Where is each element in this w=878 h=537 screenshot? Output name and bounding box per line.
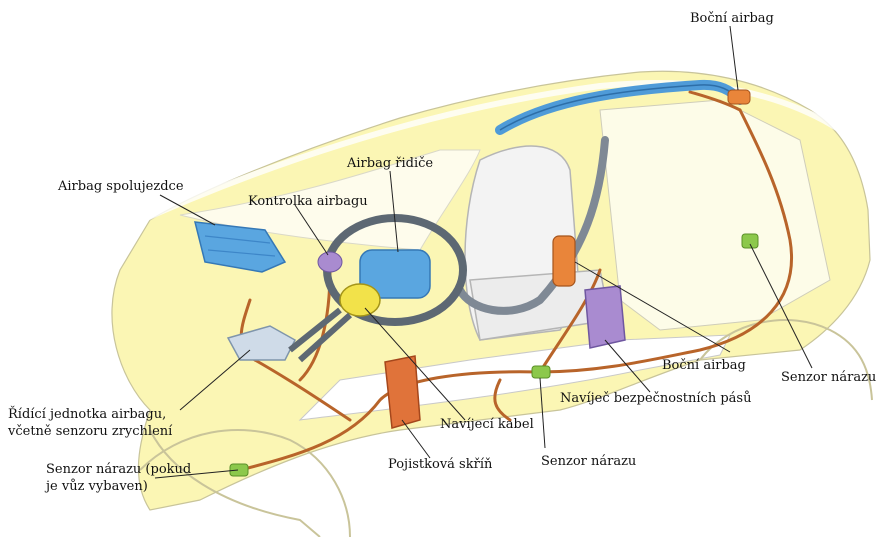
label-ridici-jednotka-line2: včetně senzoru zrychlení (8, 423, 172, 440)
label-senzor-narazu-mid: Senzor nárazu (541, 453, 636, 470)
label-ridici-jednotka: Řídící jednotka airbagu, včetně senzoru … (8, 406, 172, 440)
label-senzor-narazu-front: Senzor nárazu (pokud je vůz vybaven) (46, 461, 191, 495)
seat-side-airbag (553, 236, 575, 286)
label-airbag-ridice: Airbag řidiče (347, 155, 433, 172)
warning-lamp (318, 252, 342, 272)
label-pojistkova-skrin: Pojistková skříň (388, 456, 492, 473)
belt-retractor (585, 286, 625, 348)
label-ridici-jednotka-line1: Řídící jednotka airbagu, (8, 406, 172, 423)
fuse-box (385, 356, 420, 428)
mid-crash-sensor (532, 366, 550, 378)
rear-crash-sensor (742, 234, 758, 248)
label-navijec-pasu: Navíječ bezpečnostních pásů (560, 390, 751, 407)
label-bocni-airbag-top: Boční airbag (690, 10, 774, 27)
label-bocni-airbag-mid: Boční airbag (662, 357, 746, 374)
clock-spring (340, 284, 380, 316)
label-senzor-narazu-front-line1: Senzor nárazu (pokud (46, 461, 191, 478)
label-navijeci-kabel: Navíjecí kabel (440, 416, 534, 433)
label-senzor-narazu-front-line2: je vůz vybaven) (46, 478, 191, 495)
label-senzor-narazu-rear: Senzor nárazu (781, 369, 876, 386)
label-airbag-spolujezdce: Airbag spolujezdce (58, 178, 184, 195)
label-kontrolka-airbagu: Kontrolka airbagu (248, 193, 368, 210)
roof-side-airbag (728, 90, 750, 104)
front-crash-sensor (230, 464, 248, 476)
